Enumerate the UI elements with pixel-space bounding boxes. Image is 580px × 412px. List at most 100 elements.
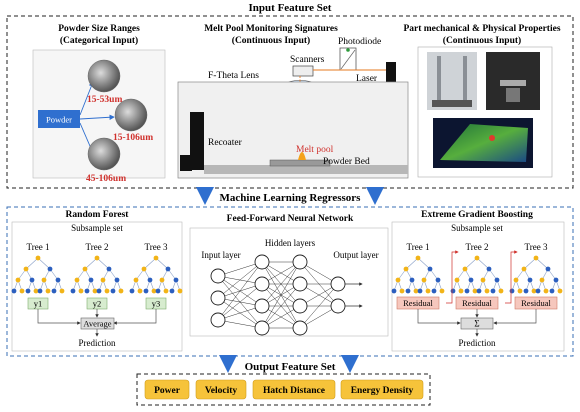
ffnn-connection [299, 283, 339, 329]
xgb-tree-1-node [417, 288, 423, 294]
rf-tree-1-node [23, 266, 29, 272]
xgb-tree-3-node [549, 288, 555, 294]
xgb-tree-1-node [391, 288, 397, 294]
ffnn-output-label: Output layer [333, 250, 378, 260]
rf-tree-1-node [19, 288, 25, 294]
rf-tree-1-node [59, 288, 65, 294]
input-section-title: Input Feature Set [249, 2, 332, 14]
powder-branch-1 [79, 81, 94, 116]
ffnn-neuron-layer-3 [292, 276, 308, 292]
random-forest-subsample: Subsample set [71, 223, 123, 233]
xgb-tree-label-2: Tree 2 [466, 242, 489, 252]
xgb-tree-1-node [421, 277, 427, 283]
xgb-link-1 [417, 309, 461, 325]
output-section-title: Output Feature Set [245, 361, 336, 373]
rf-tree-3-node [141, 266, 147, 272]
ffnn-connection [261, 261, 301, 307]
rf-tree-3-node [159, 277, 165, 283]
output-energy-density-box [340, 379, 424, 400]
xgboost-panel [391, 221, 565, 352]
rf-tree-3-node [143, 288, 149, 294]
rf-tree-3-node [153, 255, 159, 261]
rf-tree-1-node [45, 288, 51, 294]
rf-tree-2-edge [96, 257, 110, 270]
rf-tree-3-node [177, 288, 183, 294]
output-hatch-distance-box [252, 379, 336, 400]
ml-section-frame [6, 206, 574, 357]
rf-tree-2-node [110, 288, 116, 294]
rf-tree-1-edge [25, 257, 39, 270]
xgb-residual-3: Residual [521, 298, 551, 308]
rf-tree-2-node [82, 266, 88, 272]
xgb-tree-2-node [476, 288, 482, 294]
output-velocity-box [195, 379, 247, 400]
rf-average-box [80, 317, 115, 330]
xgb-tree-3-node [543, 288, 549, 294]
rf-tree-group [11, 255, 183, 294]
rf-tree-1-node [37, 288, 43, 294]
meltpool-title: Melt Pool Monitoring Signatures [204, 24, 338, 34]
xgb-tree-group [391, 255, 563, 294]
ffnn-title: Feed-Forward Neural Network [227, 214, 354, 224]
powder-node [38, 110, 80, 128]
xgb-residual-1: Residual [403, 298, 433, 308]
xgb-tree-1-node [413, 288, 419, 294]
rf-link-1 [37, 309, 81, 325]
rf-tree-3-node [163, 288, 169, 294]
compression-tester-anvil [506, 88, 520, 102]
ffnn-connection [217, 319, 263, 329]
rf-tree-2-node [74, 277, 80, 283]
ffnn-connection [217, 261, 263, 277]
xgb-tree-1-node [415, 255, 421, 261]
xgb-tree-2-node [486, 266, 492, 272]
rf-tree-1-node [41, 277, 47, 283]
powder-range-3: 45-106um [86, 174, 126, 184]
powder-branch-2 [79, 114, 115, 120]
rf-tree-label-2: Tree 2 [86, 242, 109, 252]
rf-tree-2-edge [84, 257, 98, 270]
ffnn-neuron-layer-4 [330, 298, 346, 314]
xgb-tree-1-node [395, 277, 401, 283]
meltpool-subtitle: (Continuous Input) [232, 35, 310, 46]
rf-tree-3-node [151, 288, 157, 294]
photodiode-mirror [340, 49, 356, 70]
rf-tree-3-node [147, 277, 153, 283]
xgb-tree-2-node [498, 288, 504, 294]
rf-output-2: y2 [93, 299, 102, 309]
photodiode-led [346, 48, 350, 52]
rf-tree-3-node [129, 288, 135, 294]
xgb-tree-3-node [521, 266, 527, 272]
properties-title: Part mechanical & Physical Properties [403, 24, 560, 34]
rf-tree-2-node [70, 288, 76, 294]
xgb-residual-2: Residual [462, 298, 492, 308]
scanner-unit [292, 65, 314, 77]
ffnn-neuron-layer-1 [210, 268, 226, 284]
rf-tree-2-node [118, 288, 124, 294]
ffnn-neuron-layer-2 [254, 276, 270, 292]
rf-tree-2-node [106, 266, 112, 272]
ffnn-neuron-layer-3 [292, 298, 308, 314]
xgb-tree-2-node [480, 277, 486, 283]
xgb-tree-2-node [474, 255, 480, 261]
properties-subtitle: (Continuous Input) [443, 35, 521, 46]
powder-node-label: Powder [46, 115, 72, 125]
ffnn-neuron-layer-1 [210, 312, 226, 328]
tensile-tester-frame-2 [463, 56, 467, 106]
xgb-tree-2-edge [476, 257, 490, 270]
rf-tree-3-node [165, 266, 171, 272]
ffnn-input-label: Input layer [201, 250, 240, 260]
xgb-tree-1-node [431, 288, 437, 294]
ffnn-neuron-layer-2 [254, 298, 270, 314]
xgb-tree-1-node [439, 288, 445, 294]
ffnn-neuron-layer-2 [254, 320, 270, 336]
rf-tree-3-node [173, 277, 179, 283]
recoater-foot [180, 155, 192, 171]
melt-pool-icon [298, 152, 306, 160]
ffnn-connection [217, 261, 263, 321]
xgboost-title: Extreme Gradient Boosting [421, 210, 533, 220]
rf-link-3 [113, 309, 157, 325]
rf-tree-2-node [94, 255, 100, 261]
rf-tree-1-node [11, 288, 17, 294]
xgb-prediction-label: Prediction [459, 338, 496, 348]
xgb-tree-1-node [399, 288, 405, 294]
